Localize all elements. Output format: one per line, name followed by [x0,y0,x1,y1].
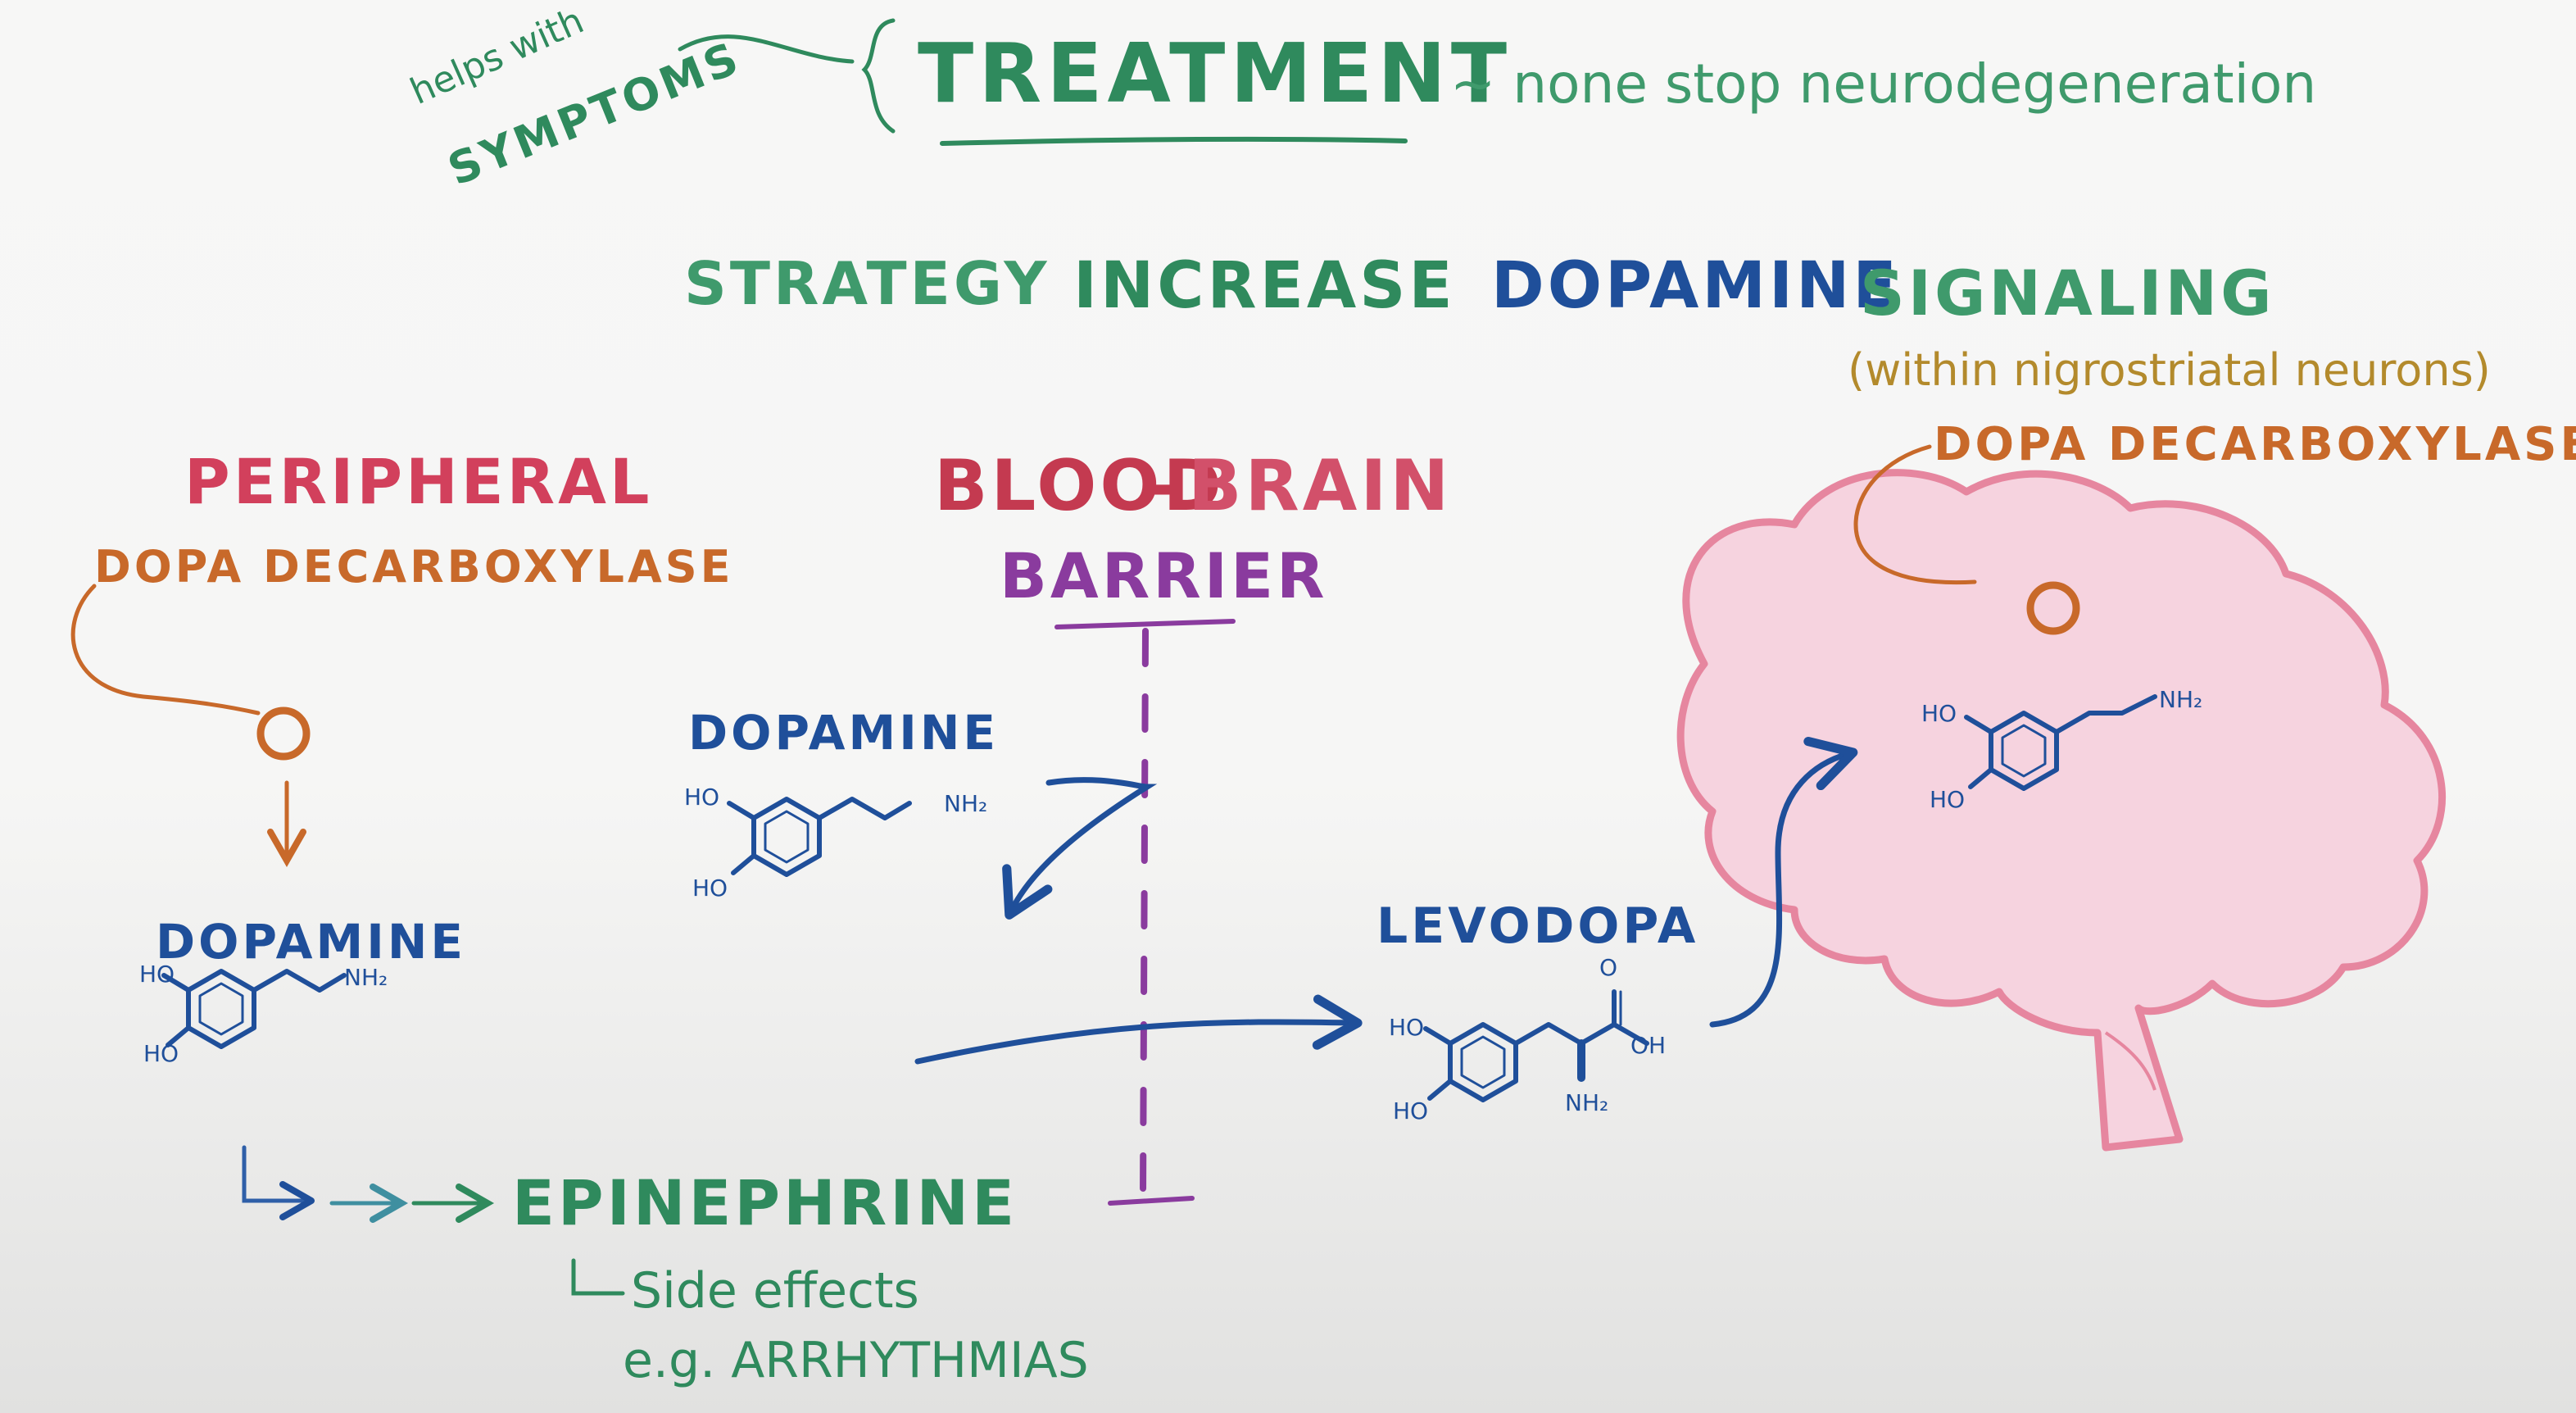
side-effects-bracket [571,1258,625,1296]
bbb-dashed-line [1140,628,1149,1200]
strategy-note: (within nigrostriatal neurons) [1848,344,2491,396]
mol-label-oh: OH [1630,1032,1666,1059]
epinephrine-label: EPINEPHRINE [512,1166,1018,1239]
mol-label-ho: HO [684,784,719,811]
metabolism-hook-arrow [242,1145,315,1220]
dopamine-molecule-left: HO HO NH₂ [139,961,388,1067]
strategy-prefix: STRATEGY : [684,249,1101,318]
right-enzyme-circle [2026,581,2080,635]
mol-label-ho: HO [139,961,175,988]
mol-label-o: O [1599,954,1617,981]
peripheral-label: PERIPHERAL [184,445,653,518]
mol-label-ho: HO [1930,786,1965,813]
blood-brain-dash: - [1147,445,1180,527]
right-enzyme-callout [1853,444,1977,585]
treatment-title: TREATMENT [918,25,1512,121]
mol-label-nh2: NH₂ [344,964,388,991]
brain-illustration [1676,469,2447,1152]
mol-label-nh2: NH₂ [944,790,987,817]
bbb-top-bar [1054,619,1236,629]
levodopa-label: LEVODOPA [1376,897,1699,955]
levodopa-molecule: HO HO OH O NH₂ [1389,954,1666,1124]
mol-label-ho: HO [1921,700,1957,727]
blocked-dopamine-arrow [1002,777,1158,920]
mol-label-ho: HO [1389,1014,1424,1041]
mol-label-ho: HO [1393,1097,1428,1124]
mol-label-ho: HO [692,875,728,902]
strategy-increase: INCREASE [1073,249,1456,323]
right-enzyme-label: DOPA DECARBOXYLASE [1934,418,2576,471]
arrhythmias-label: e.g. ARRHYTHMIAS [623,1332,1089,1389]
mol-label-nh2: NH₂ [2159,686,2202,713]
treatment-underline [940,136,1408,146]
left-enzyme-callout [70,584,261,716]
blood-label: BLOOD [934,445,1225,527]
brain-label: BRAIN [1188,445,1453,527]
bbb-bottom-bar [1108,1196,1195,1206]
mol-label-ho: HO [143,1040,179,1067]
levodopa-crossing-arrow [914,994,1363,1065]
none-stop-note: ~ none stop neurodegeneration [1450,52,2317,116]
left-enzyme-circle [256,706,311,761]
header-connector-line [678,34,855,64]
dopamine-molecule-middle: HO HO NH₂ [684,784,987,902]
left-dopamine-label: DOPAMINE [156,914,466,970]
mol-label-nh2: NH₂ [1565,1089,1608,1116]
left-enzyme-label: DOPA DECARBOXYLASE [94,541,734,593]
header-brace [861,18,896,134]
dopamine-molecule-brain: HO HO NH₂ [1921,686,2202,813]
barrier-label: BARRIER [1000,539,1328,612]
strategy-signaling: SIGNALING [1860,257,2275,329]
middle-dopamine-label: DOPAMINE [688,705,999,761]
into-brain-arrow [1709,737,1858,1028]
strategy-dopamine: DOPAMINE [1491,249,1900,323]
side-effects-label: Side effects [631,1262,919,1320]
